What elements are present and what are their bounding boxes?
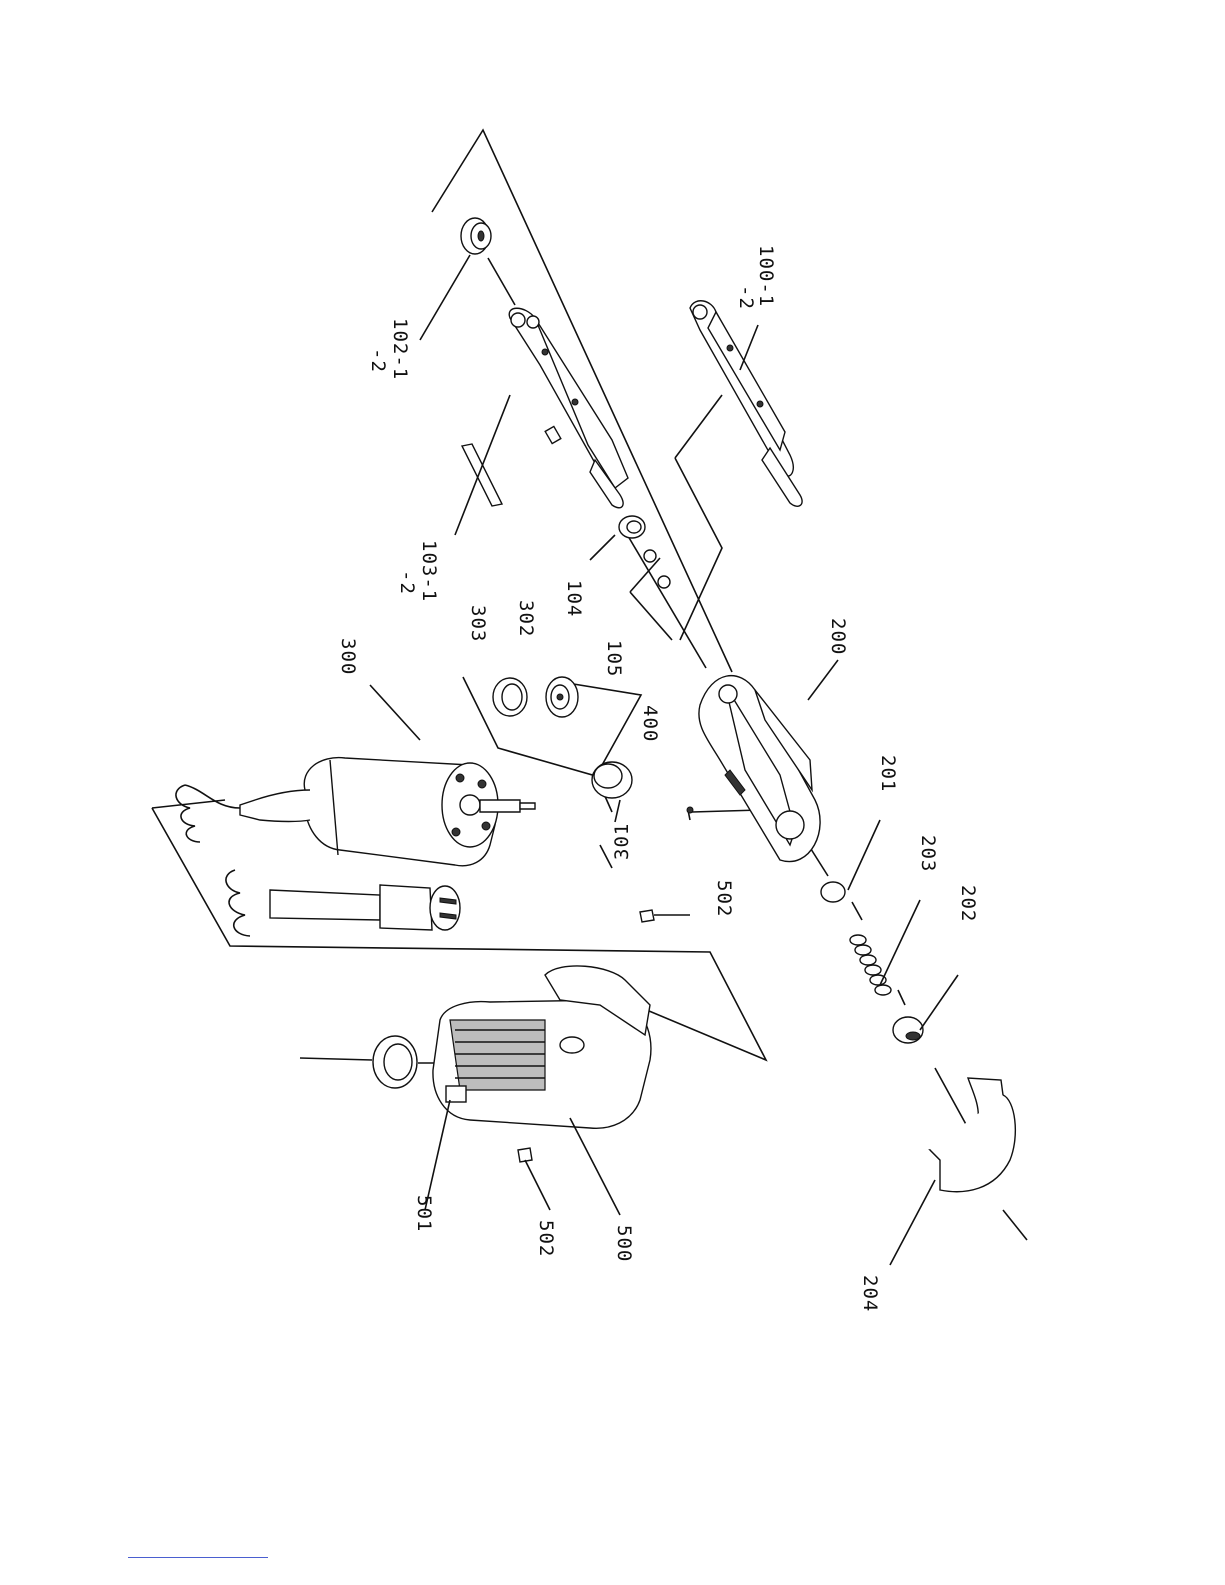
label-501: 501: [413, 1195, 435, 1232]
label-301: 301: [611, 823, 633, 860]
label-502-top: 502: [713, 880, 735, 917]
label-502-bottom: 502: [535, 1220, 557, 1257]
part-200-arm-housing: [699, 676, 820, 862]
label-102-line1: 102-1: [389, 318, 411, 380]
part-303-ring: [493, 678, 527, 716]
label-200: 200: [827, 618, 849, 655]
part-501-ring: [373, 1036, 417, 1088]
label-100-line1: 100-1: [755, 245, 777, 307]
part-202-cap: [893, 1017, 923, 1043]
footer-rule: [128, 1557, 268, 1558]
label-100-line2: -2: [735, 285, 757, 310]
label-103-line1: 103-1: [418, 540, 440, 602]
part-300-motor: [176, 758, 535, 866]
label-201: 201: [877, 755, 899, 792]
label-104: 104: [563, 580, 585, 617]
label-302: 302: [515, 600, 537, 637]
part-201-plug: [821, 882, 845, 902]
part-500-housing: [433, 966, 651, 1128]
part-301-cap: [592, 762, 632, 798]
label-203: 203: [917, 835, 939, 872]
part-103-belt: [462, 444, 502, 506]
part-302-bushing: [546, 677, 578, 717]
label-300: 300: [337, 638, 359, 675]
part-502-screw-a: [640, 910, 690, 922]
part-502-screw-b: [518, 1148, 532, 1162]
part-203-spring: [850, 935, 891, 995]
part-102-bearing: [461, 218, 491, 254]
part-100-belt-arm: [690, 301, 802, 507]
label-400: 400: [639, 705, 661, 742]
label-103-line2: -2: [396, 570, 418, 595]
power-cord-plug: [226, 870, 460, 936]
label-204: 204: [859, 1275, 881, 1312]
part-204-guard: [930, 1078, 1015, 1192]
label-105: 105: [603, 640, 625, 677]
label-303: 303: [467, 605, 489, 642]
label-500: 500: [613, 1225, 635, 1262]
label-202: 202: [957, 885, 979, 922]
part-104-bushing: [619, 516, 645, 538]
label-102-line2: -2: [367, 348, 389, 373]
part-400-pin: [687, 807, 693, 813]
